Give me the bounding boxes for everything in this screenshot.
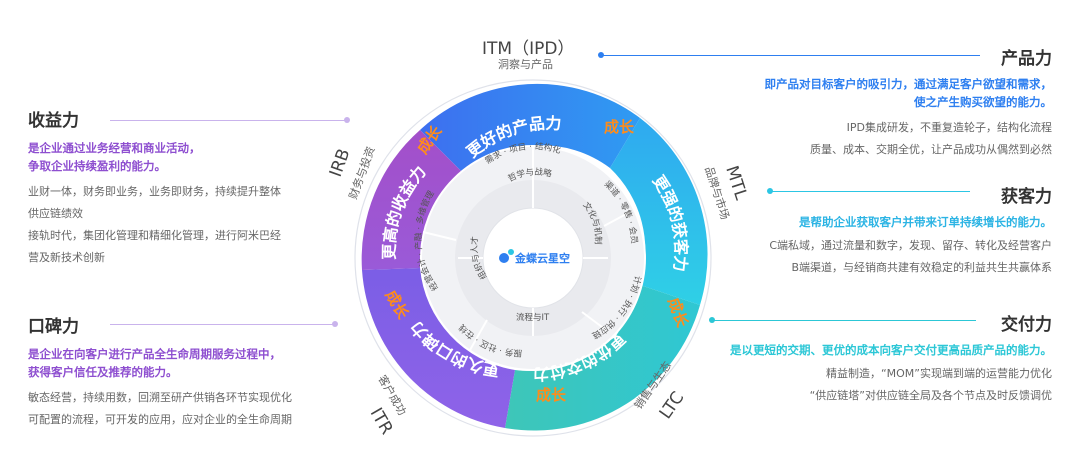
product-body: IPD集成研发，不重复造轮子，结构化流程 质量、成本、交期全优，让产品成功从偶然… <box>810 121 1052 156</box>
label-itm-sub: 洞察与产品 <box>498 57 553 71</box>
connector-right-2 <box>770 191 970 192</box>
connector-right-1 <box>600 55 980 56</box>
connector-dot <box>709 317 715 323</box>
profit-body: 业财一体，财务即业务，业务即财务，持续提升整体 供应链绩效 接轨时代，集团化管理… <box>28 185 281 264</box>
delivery-title: 交付力 <box>1001 315 1052 335</box>
logo-text: 金蝶云星空 <box>514 251 570 265</box>
kingdee-logo: 金蝶云星空 <box>499 249 570 265</box>
outer-guide-ring <box>354 79 712 437</box>
connector-dot <box>598 52 604 58</box>
profit-block: 收益力 是企业通过业务经营和商业活动， 争取企业持续盈利的能力。 业财一体，财务… <box>28 106 328 269</box>
acquisition-desc: 是帮助企业获取客户并带来订单持续增长的能力。 <box>799 215 1052 229</box>
core-label-bottom: 流程与IT <box>516 312 550 323</box>
segment-acquisition <box>610 118 708 305</box>
acquisition-body: C端私域，通过流量和数字，发现、留存、转化及经营客户 B端渠道，与经销商共建有效… <box>769 239 1052 274</box>
connector-dot <box>344 117 350 123</box>
reputation-body: 敏态经营，持续用数，回溯至研产供销各环节实现优化 可配置的流程，可开发的应用，应… <box>28 391 292 426</box>
acquisition-title: 获客力 <box>1001 187 1052 207</box>
label-itm: ITM（IPD） <box>482 39 574 59</box>
product-block: 产品力 即产品对目标客户的吸引力，通过满足客户欲望和需求， 使之产生购买欲望的能… <box>722 44 1053 161</box>
core-center <box>483 208 583 308</box>
connector-left-1 <box>110 120 346 121</box>
profit-title: 收益力 <box>28 111 79 131</box>
product-desc: 即产品对目标客户的吸引力，通过满足客户欲望和需求， 使之产生购买欲望的能力。 <box>764 77 1053 109</box>
connector-dot <box>332 321 338 327</box>
connector-right-3 <box>712 320 976 321</box>
label-ltc: LTC <box>656 388 689 423</box>
connector-dot <box>767 188 773 194</box>
reputation-title: 口碑力 <box>28 317 79 337</box>
delivery-desc: 是以更短的交期、更优的成本向客户交付更高品质产品的能力。 <box>730 343 1052 357</box>
product-title: 产品力 <box>1001 49 1052 69</box>
segment-profit <box>361 130 465 270</box>
segment-delivery <box>505 285 700 431</box>
reputation-block: 口碑力 是企业在向客户进行产品全生命周期服务过程中， 获得客户信任及推荐的能力。… <box>28 312 328 431</box>
label-irb: IRB <box>326 146 355 180</box>
growth-badge-delivery: 成长 <box>536 386 567 404</box>
delivery-body: 精益制造，“MOM”实现端到端的运营能力优化 “供应链塔”对供应链全局及各个节点… <box>809 367 1052 402</box>
segment-reputation <box>362 268 515 428</box>
label-itr: ITR <box>366 405 397 439</box>
acquisition-block: 获客力 是帮助企业获取客户并带来订单持续增长的能力。 C端私域，通过流量和数字，… <box>722 182 1052 279</box>
reputation-desc: 是企业在向客户进行产品全生命周期服务过程中， 获得客户信任及推荐的能力。 <box>28 347 281 379</box>
profit-desc: 是企业通过业务经营和商业活动， 争取企业持续盈利的能力。 <box>28 141 201 173</box>
segment-product <box>420 83 640 175</box>
connector-left-2 <box>110 324 334 325</box>
growth-badge-product: 成长 <box>604 118 635 136</box>
delivery-block: 交付力 是以更短的交期、更优的成本向客户交付更高品质产品的能力。 精益制造，“M… <box>692 310 1052 407</box>
